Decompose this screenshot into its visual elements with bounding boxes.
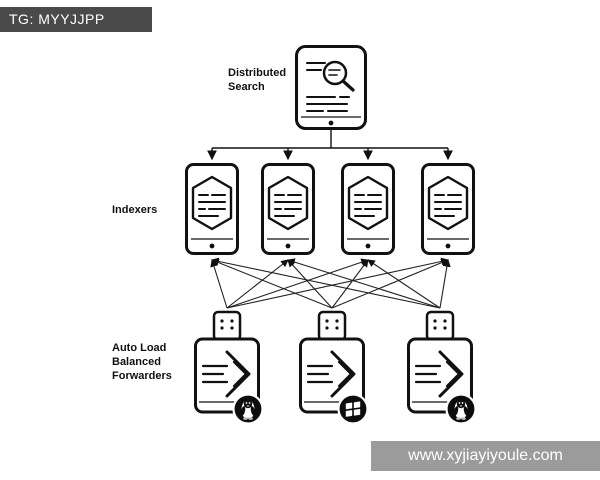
watermark-bottom-right: www.xyjiayiyoule.com xyxy=(371,441,600,471)
indexer-icon-4 xyxy=(421,163,475,255)
forwarders-label-line1: Auto Load xyxy=(112,342,167,354)
forwarders-label-line2: Balanced xyxy=(112,356,161,368)
distributed-search-label: Distributed Search xyxy=(228,66,286,94)
tux-linux-badge-icon-2 xyxy=(445,393,477,425)
indexer-icon-2 xyxy=(261,163,315,255)
forwarders-label: Auto Load Balanced Forwarders xyxy=(112,341,172,383)
search-to-indexer-connectors xyxy=(207,130,453,161)
indexer-icon-1 xyxy=(185,163,239,255)
distributed-search-icon xyxy=(294,44,368,131)
distributed-search-label-line2: Search xyxy=(228,81,265,93)
tux-linux-badge-icon-1 xyxy=(232,393,264,425)
watermark-top-left: TG: MYYJJPP xyxy=(0,7,152,32)
forwarders-label-line3: Forwarders xyxy=(112,370,172,382)
indexers-label: Indexers xyxy=(112,204,158,216)
forwarder-to-indexer-arrows xyxy=(210,257,451,309)
windows-badge-icon xyxy=(337,393,369,425)
indexer-icon-3 xyxy=(341,163,395,255)
distributed-search-label-line1: Distributed xyxy=(228,67,287,79)
